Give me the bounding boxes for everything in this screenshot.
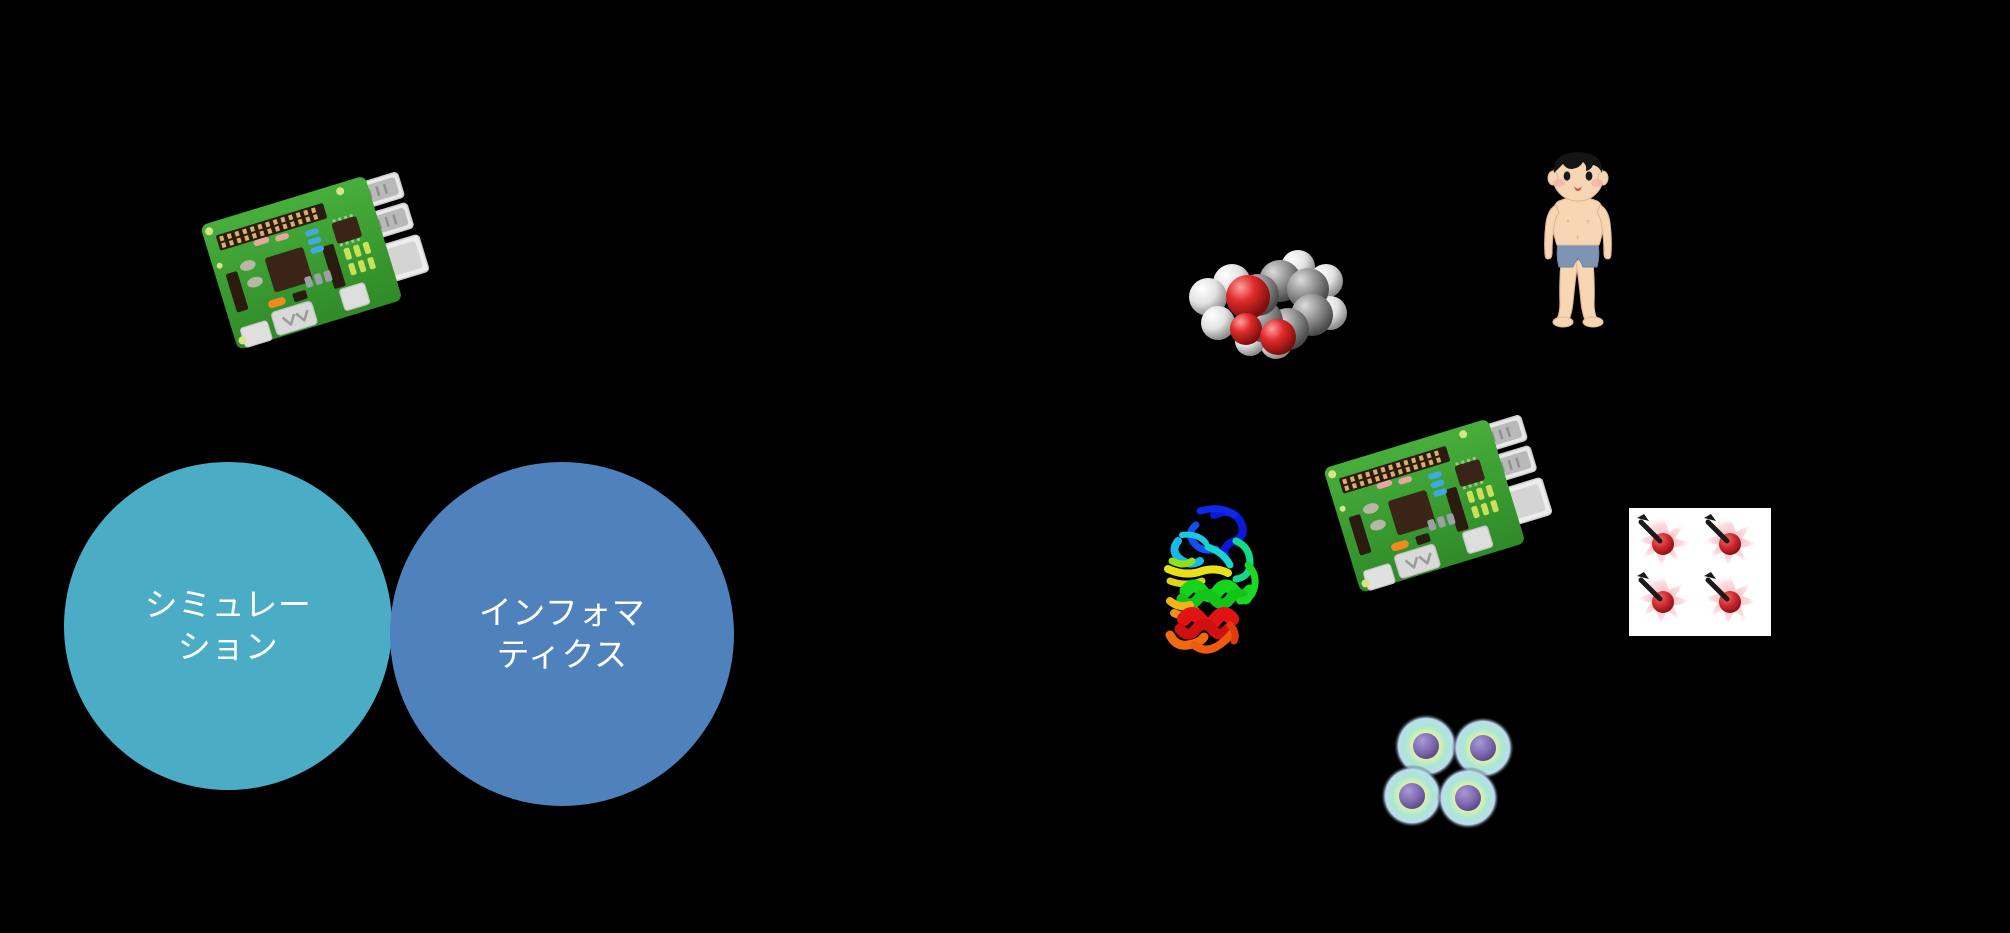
circuit-board-icon xyxy=(201,172,430,349)
patch-clamp-cells-icon xyxy=(1629,508,1771,636)
circuit-board-icon xyxy=(1324,415,1553,592)
protein-ribbon-icon xyxy=(1164,505,1259,654)
protein-ribbon-structure xyxy=(1152,495,1292,660)
bubble-simulation-label: シミュレー ション xyxy=(144,585,312,665)
human-body-illustration xyxy=(1518,145,1638,335)
molecule-icon xyxy=(1189,250,1347,359)
molecule-spacefill xyxy=(1180,245,1350,375)
bubble-simulation[interactable]: シミュレー ション xyxy=(64,462,392,790)
cultured-cells-icon xyxy=(1381,714,1514,829)
single-board-computer-left xyxy=(201,172,430,349)
bubble-informatics[interactable]: インフォマ ティクス xyxy=(390,462,734,806)
single-board-computer-right xyxy=(1324,415,1553,592)
cultured-cells xyxy=(1378,710,1528,830)
person-icon xyxy=(1544,152,1612,328)
patch-clamp-cells-panel xyxy=(1629,508,1771,636)
bubble-informatics-label: インフォマ ティクス xyxy=(478,593,646,673)
